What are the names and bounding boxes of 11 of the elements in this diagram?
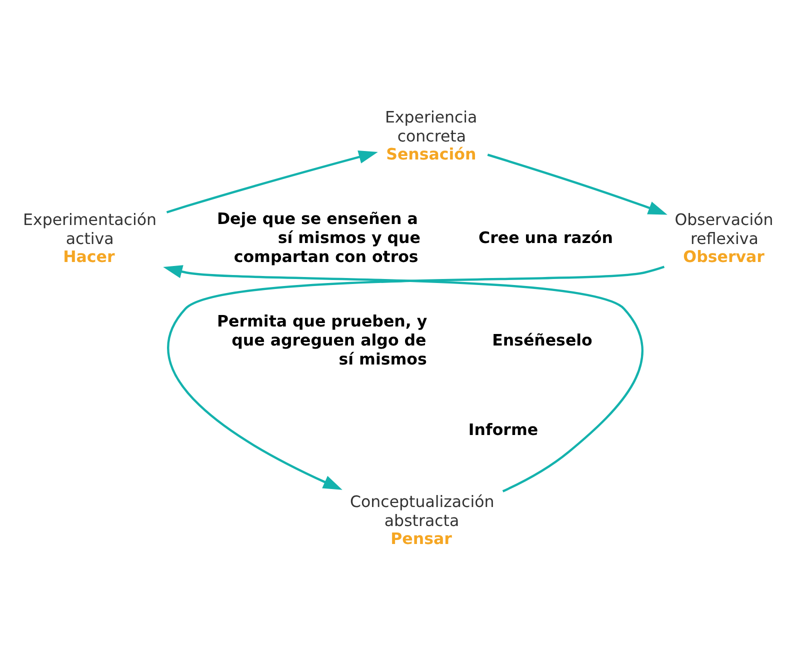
node-text: Conceptualización abstracta Pensar [350,491,494,548]
node-text: Experiencia concreta Sensación [384,106,478,164]
label: Permita que prueben, y que agreguen algo de sí mismos [216,310,428,368]
label: Cree una razón [478,227,613,246]
label: Informe [468,420,538,439]
label: Deje que se enseñen a sí mismos y que compartan con otros [216,208,420,266]
arrow [487,153,668,214]
node-text: Experimentación activa Hacer [23,209,157,266]
arrow [166,150,378,213]
node-text: Observación reflexiva Observar [674,209,774,266]
label: Enséñeselo [492,330,592,350]
